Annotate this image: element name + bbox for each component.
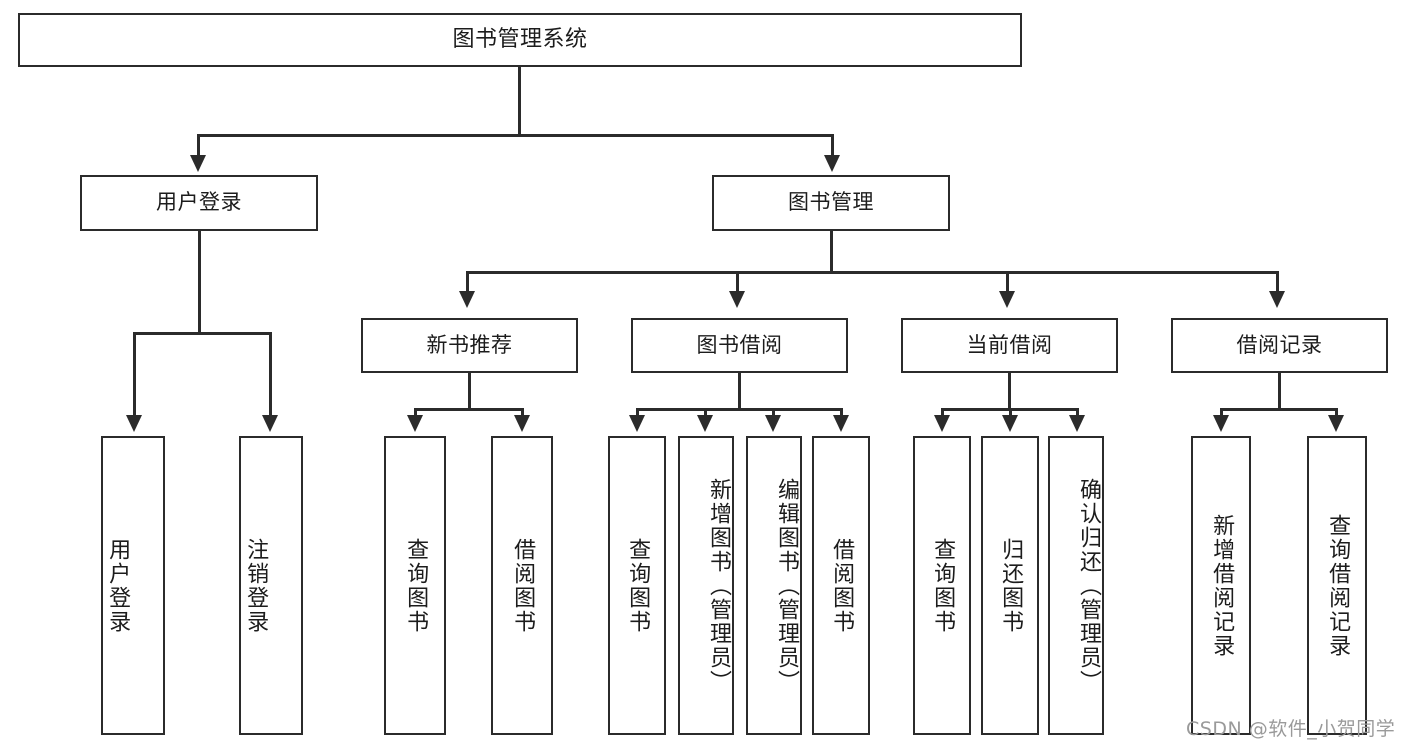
connector-book-borrow-drop-2: [704, 408, 707, 418]
node-label: 图书管理: [788, 190, 874, 215]
connector-new-book-bus: [414, 408, 524, 411]
connector-user-login-drop-1: [133, 332, 136, 418]
node-label: 借阅图书: [510, 537, 536, 634]
connector-level2-drop-3: [1006, 271, 1009, 293]
csdn-watermark: CSDN @软件_小贺同学: [1186, 718, 1396, 740]
node-label: 用户登录: [156, 190, 242, 215]
connector-root-drop-2: [831, 134, 834, 158]
connector-current-borrow-drop-2: [1009, 408, 1012, 418]
connector-user-login-stem: [198, 231, 201, 335]
node-label: 查询图书: [625, 537, 651, 634]
node-label: 新增借阅记录: [1209, 513, 1235, 658]
connector-book-management-stem: [830, 231, 833, 274]
node-label: 借阅记录: [1236, 332, 1323, 357]
node-label: 注销登录: [243, 537, 269, 634]
arrowhead-to-leaf-user-login: [126, 415, 142, 432]
node-label: 用户登录: [105, 537, 131, 634]
connector-current-borrow-drop-3: [1076, 408, 1079, 418]
node-label: 新增图书（管理员）: [706, 477, 731, 694]
connector-new-book-drop-1: [414, 408, 417, 418]
leaf-query-book-borrow[interactable]: 查询图书: [608, 436, 666, 735]
node-book-borrow[interactable]: 图书借阅: [631, 318, 848, 373]
connector-book-borrow-stem: [738, 373, 741, 411]
node-borrow-record[interactable]: 借阅记录: [1171, 318, 1388, 373]
arrowhead-to-leaf-return-book: [1002, 415, 1018, 432]
arrowhead-to-book-management: [824, 155, 840, 172]
node-user-login[interactable]: 用户登录: [80, 175, 318, 231]
arrowhead-to-leaf-confirm-return: [1069, 415, 1085, 432]
connector-level2-drop-2: [736, 271, 739, 293]
arrowhead-to-leaf-borrow-book-2: [833, 415, 849, 432]
node-label: 借阅图书: [829, 537, 855, 634]
connector-book-borrow-drop-3: [772, 408, 775, 418]
node-label: 图书借阅: [696, 332, 783, 357]
node-root-book-management-system[interactable]: 图书管理系统: [18, 13, 1022, 67]
connector-book-borrow-bus: [636, 408, 842, 411]
connector-level2-drop-1: [466, 271, 469, 293]
node-label: 当前借阅: [966, 332, 1053, 357]
node-label: 查询借阅记录: [1325, 513, 1351, 658]
node-label: 归还图书: [998, 537, 1024, 634]
arrowhead-to-book-borrow: [729, 291, 745, 308]
arrowhead-to-borrow-record: [1269, 291, 1285, 308]
arrowhead-to-leaf-query-record: [1328, 415, 1344, 432]
connector-book-borrow-drop-1: [636, 408, 639, 418]
connector-new-book-stem: [468, 373, 471, 411]
connector-new-book-drop-2: [521, 408, 524, 418]
leaf-borrow-book-recommend[interactable]: 借阅图书: [491, 436, 553, 735]
connector-user-login-bus: [133, 332, 272, 335]
arrowhead-to-leaf-add-book: [697, 415, 713, 432]
leaf-query-book-current[interactable]: 查询图书: [913, 436, 971, 735]
arrowhead-to-new-book-recommend: [459, 291, 475, 308]
leaf-borrow-book[interactable]: 借阅图书: [812, 436, 870, 735]
node-label: 图书管理系统: [452, 26, 588, 52]
node-label: 确认归还（管理员）: [1076, 477, 1101, 694]
leaf-edit-book-admin[interactable]: 编辑图书（管理员）: [746, 436, 802, 735]
node-label: 新书推荐: [426, 332, 513, 357]
node-book-management[interactable]: 图书管理: [712, 175, 950, 231]
leaf-confirm-return-admin[interactable]: 确认归还（管理员）: [1048, 436, 1104, 735]
connector-root-stem: [518, 67, 521, 136]
leaf-query-book-recommend[interactable]: 查询图书: [384, 436, 446, 735]
connector-root-bus: [197, 134, 834, 137]
arrowhead-to-leaf-borrow-book-1: [514, 415, 530, 432]
connector-borrow-record-drop-1: [1220, 408, 1223, 418]
arrowhead-to-leaf-query-book-2: [629, 415, 645, 432]
node-current-borrow[interactable]: 当前借阅: [901, 318, 1118, 373]
arrowhead-to-user-login: [190, 155, 206, 172]
leaf-user-login[interactable]: 用户登录: [101, 436, 165, 735]
arrowhead-to-leaf-query-book-1: [407, 415, 423, 432]
connector-current-borrow-drop-1: [941, 408, 944, 418]
connector-current-borrow-stem: [1008, 373, 1011, 411]
node-new-book-recommend[interactable]: 新书推荐: [361, 318, 578, 373]
connector-borrow-record-bus: [1220, 408, 1338, 411]
connector-user-login-drop-2: [269, 332, 272, 418]
connector-book-borrow-drop-4: [840, 408, 843, 418]
node-label: 编辑图书（管理员）: [774, 477, 799, 694]
connector-level2-drop-4: [1276, 271, 1279, 293]
arrowhead-to-leaf-add-record: [1213, 415, 1229, 432]
leaf-query-borrow-record[interactable]: 查询借阅记录: [1307, 436, 1367, 735]
arrowhead-to-leaf-logout: [262, 415, 278, 432]
connector-borrow-record-stem: [1278, 373, 1281, 411]
node-label: 查询图书: [930, 537, 956, 634]
node-label: 查询图书: [403, 537, 429, 634]
leaf-return-book[interactable]: 归还图书: [981, 436, 1039, 735]
leaf-logout[interactable]: 注销登录: [239, 436, 303, 735]
leaf-add-borrow-record[interactable]: 新增借阅记录: [1191, 436, 1251, 735]
connector-borrow-record-drop-2: [1335, 408, 1338, 418]
connector-root-drop-1: [197, 134, 200, 158]
connector-level2-bus: [466, 271, 1278, 274]
arrowhead-to-leaf-edit-book: [765, 415, 781, 432]
leaf-add-book-admin[interactable]: 新增图书（管理员）: [678, 436, 734, 735]
arrowhead-to-leaf-query-book-3: [934, 415, 950, 432]
arrowhead-to-current-borrow: [999, 291, 1015, 308]
